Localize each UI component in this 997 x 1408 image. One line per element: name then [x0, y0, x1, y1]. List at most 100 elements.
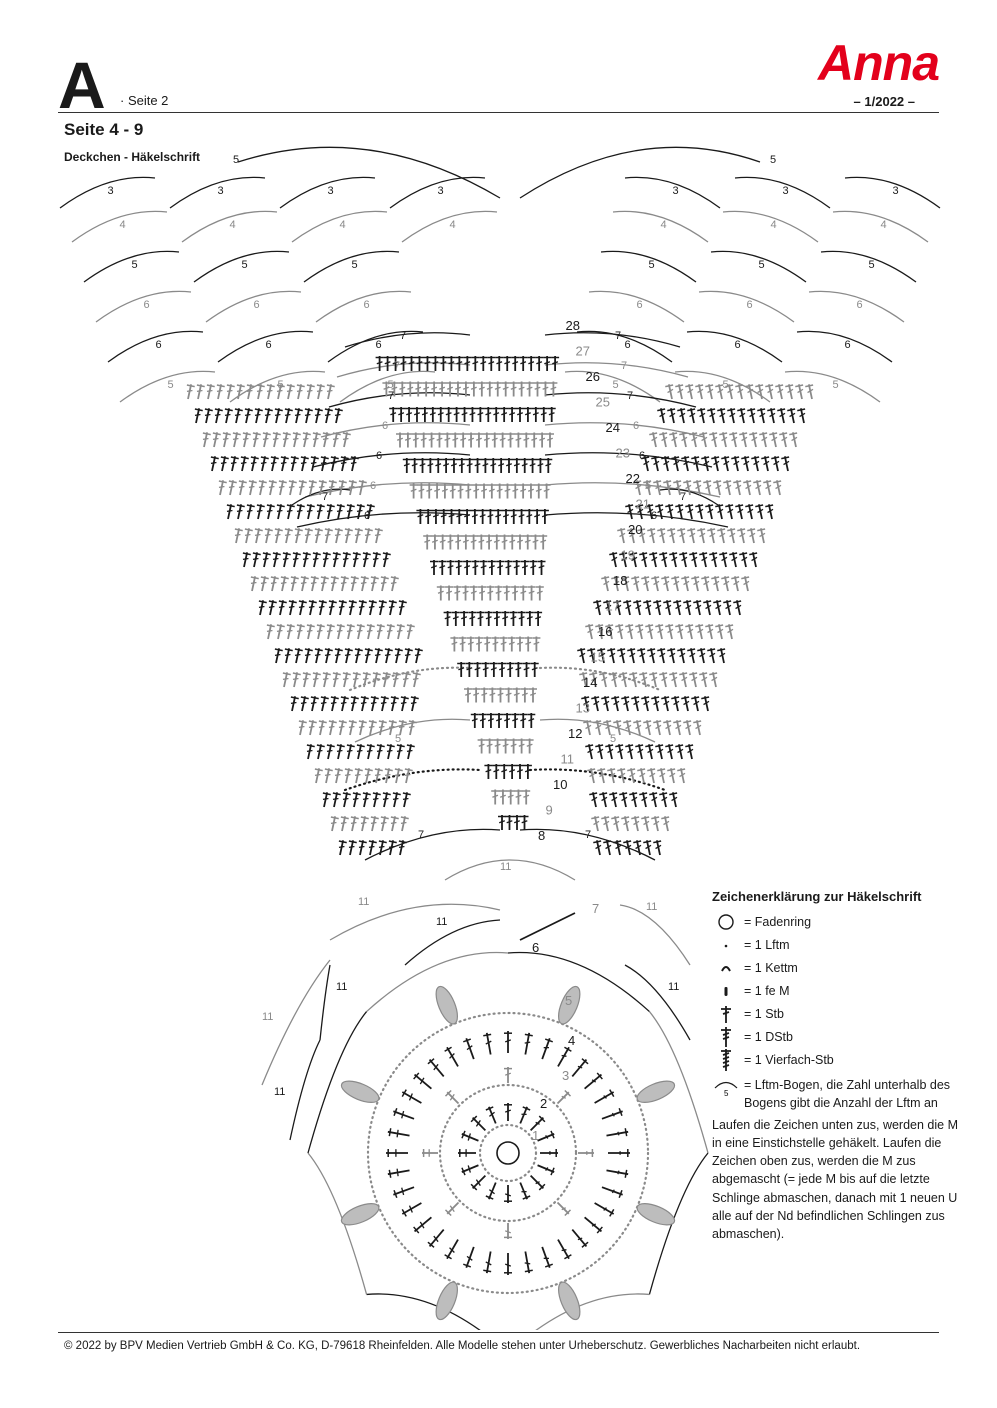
stitch-tick	[408, 361, 415, 365]
stitch-tick	[536, 361, 543, 365]
stitch-bar	[324, 768, 333, 772]
stitch-bar	[689, 432, 698, 436]
stitch-bar	[621, 576, 630, 580]
legend-item: = 1 fe M	[712, 980, 962, 1003]
stitch-tick	[342, 797, 349, 800]
arc-label: 4	[120, 219, 126, 231]
stitch-tick	[637, 508, 644, 514]
stitch-mark	[465, 1038, 475, 1060]
stitch-mark	[415, 648, 420, 664]
stitch-tick	[490, 463, 497, 467]
stitch-mark	[602, 792, 607, 808]
stitch-mark	[650, 648, 655, 664]
stitch-mark	[393, 792, 398, 808]
stitch-tick	[404, 437, 411, 441]
petal-cluster	[435, 985, 459, 1025]
stitch-tick	[433, 1235, 439, 1243]
stitch-tick	[527, 488, 534, 492]
stitch-mark	[694, 456, 699, 472]
stitch-mark	[255, 528, 260, 544]
stitch-bar	[380, 696, 389, 700]
stitch-bar	[338, 720, 347, 724]
stitch-tick	[460, 437, 467, 441]
stitch-mark	[624, 696, 629, 712]
arc-label: 13	[576, 701, 590, 716]
stitch-bar	[719, 432, 728, 436]
stitch-mark	[720, 528, 725, 544]
stitch-bar	[581, 696, 590, 700]
stitch-tick	[657, 628, 664, 634]
stitch-tick	[272, 437, 279, 440]
stitch-mark	[702, 552, 707, 568]
stitch-bar	[470, 1115, 478, 1123]
legend-note: Laufen die Zeichen unten zus, werden die…	[712, 1118, 958, 1241]
stitch-tick	[641, 556, 648, 562]
stitch-tick	[613, 700, 620, 706]
stitch-bar	[805, 384, 814, 388]
stitch-tick	[731, 436, 738, 442]
stitch-bar	[593, 600, 602, 604]
stitch-bar	[400, 816, 409, 820]
stitch-tick	[749, 532, 756, 538]
stitch-mark	[399, 720, 404, 736]
stitch-tick	[697, 628, 704, 634]
stitch-bar	[400, 696, 409, 700]
stitch-mark	[622, 552, 627, 568]
stitch-tick	[635, 604, 642, 610]
stitch-bar	[330, 816, 339, 820]
stitch-tick	[444, 616, 451, 620]
stitch-tick	[789, 412, 796, 418]
stitch-tick	[509, 412, 516, 416]
stitch-mark	[277, 504, 282, 520]
stitch-tick	[504, 1193, 512, 1197]
stitch-mark	[351, 816, 356, 832]
stitch-bar	[318, 480, 327, 484]
stitch-bar	[611, 576, 620, 580]
stitch-tick	[735, 484, 742, 490]
stitch-mark	[676, 720, 681, 736]
stitch-tick	[641, 676, 648, 682]
arc-label: 6	[735, 339, 741, 351]
stitch-bar	[657, 408, 666, 412]
stitch-mark	[758, 504, 763, 520]
stitch-tick	[479, 718, 486, 722]
stitch-tick	[687, 628, 694, 634]
stitch-bar	[603, 720, 612, 724]
stitch-tick	[521, 463, 528, 467]
stitch-tick	[376, 361, 383, 365]
stitch-mark	[774, 456, 779, 472]
stitch-mark	[229, 480, 234, 496]
stitch-bar	[603, 600, 612, 604]
stitch-mark	[283, 552, 288, 568]
chain-arc	[307, 1011, 368, 1154]
stitch-bar	[404, 768, 413, 772]
stitch-tick	[290, 701, 297, 704]
stitch-tick	[504, 361, 511, 365]
stitch-tick	[697, 388, 704, 394]
stitch-tick	[505, 692, 512, 696]
stitch-bar	[729, 552, 738, 556]
stitch-bar	[408, 720, 417, 724]
stitch-tick	[324, 533, 331, 536]
stitch-mark	[626, 840, 631, 856]
stitch-bar	[735, 384, 744, 388]
stitch-bar	[358, 720, 367, 724]
stitch-bar	[264, 528, 273, 532]
stitch-tick	[474, 667, 481, 671]
stitch-bar	[777, 408, 786, 412]
stitch-bar	[352, 552, 361, 556]
stitch-tick	[520, 590, 527, 594]
stitch-tick	[466, 1045, 473, 1051]
arc-label: 3	[783, 185, 789, 197]
stitch-bar	[336, 504, 345, 508]
legend-title: Zeichenerklärung zur Häkelschrift	[712, 889, 922, 904]
stitch-bar	[290, 576, 299, 580]
center-motif	[340, 912, 676, 1321]
stitch-mark	[279, 480, 284, 496]
arc-label: 7	[680, 491, 686, 503]
stitch-tick	[603, 1095, 607, 1099]
stitch-mark	[596, 840, 601, 856]
stitch-tick	[284, 533, 291, 536]
stitch-mark	[428, 1058, 445, 1077]
stitch-mark	[670, 648, 675, 664]
